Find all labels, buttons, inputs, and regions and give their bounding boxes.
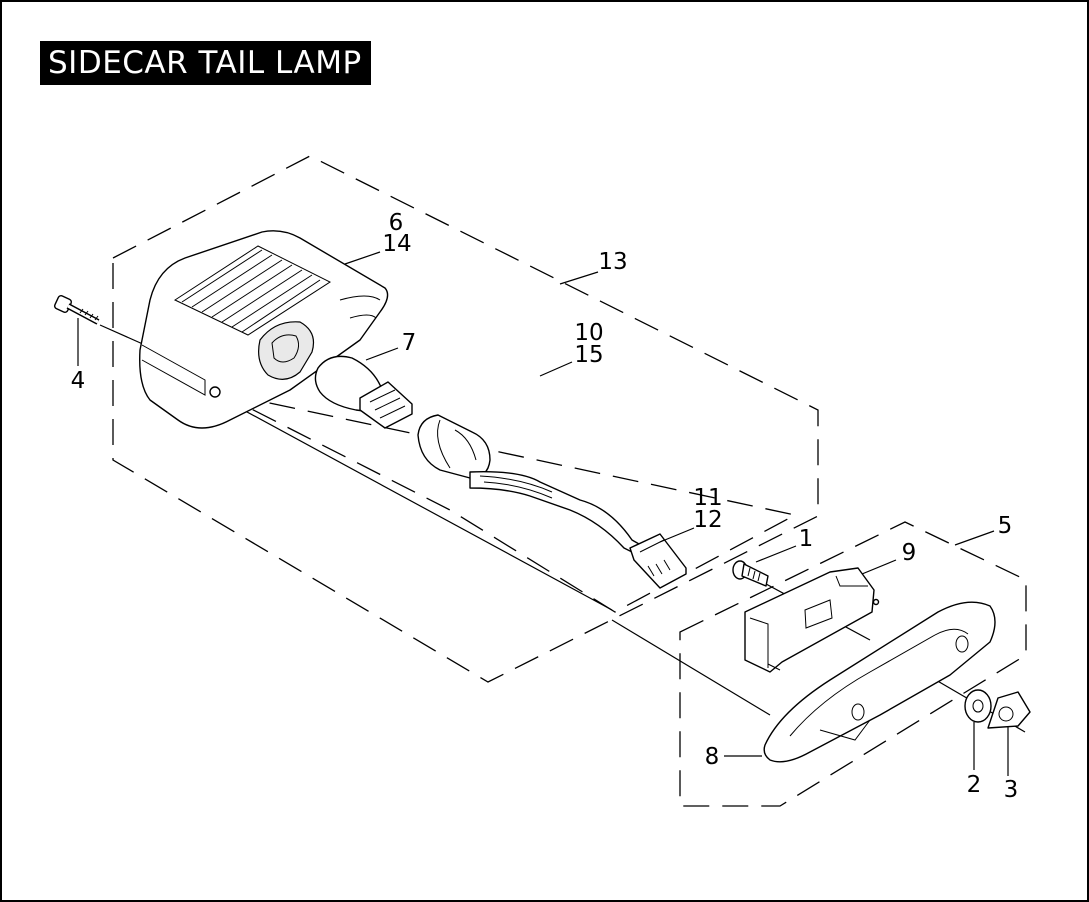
lens-part-8 [763, 601, 996, 763]
callout-15: 15 [574, 342, 603, 368]
callout-11: 11 [693, 485, 722, 511]
callout-12: 12 [693, 507, 722, 533]
assembly-outline-10-15 [217, 391, 797, 613]
callout-6: 6 [389, 210, 404, 236]
bracket-part-9 [744, 567, 880, 673]
socket-harness-part-10-15 [417, 414, 687, 589]
callout-4: 4 [71, 368, 86, 394]
callout-1: 1 [799, 526, 814, 552]
washer-part-2 [964, 689, 992, 723]
diagram-title: SIDECAR TAIL LAMP [40, 41, 371, 85]
callout-2: 2 [967, 772, 982, 798]
callout-3: 3 [1004, 777, 1019, 803]
bulb-part-7 [314, 355, 413, 429]
screw-part-1 [732, 560, 769, 587]
callout-9: 9 [902, 540, 917, 566]
leader-lines [77, 251, 1009, 776]
screw-part-4 [53, 294, 100, 325]
callout-14: 14 [382, 231, 411, 257]
lamp-housing-part-6-14 [139, 230, 389, 429]
assembly-outline-5 [679, 521, 1027, 807]
callout-8: 8 [705, 744, 720, 770]
nut-part-3 [987, 691, 1031, 729]
callout-5: 5 [998, 513, 1013, 539]
callout-13: 13 [598, 249, 627, 275]
callout-7: 7 [402, 330, 417, 356]
assembly-outline-13 [112, 155, 819, 683]
callout-10: 10 [574, 320, 603, 346]
